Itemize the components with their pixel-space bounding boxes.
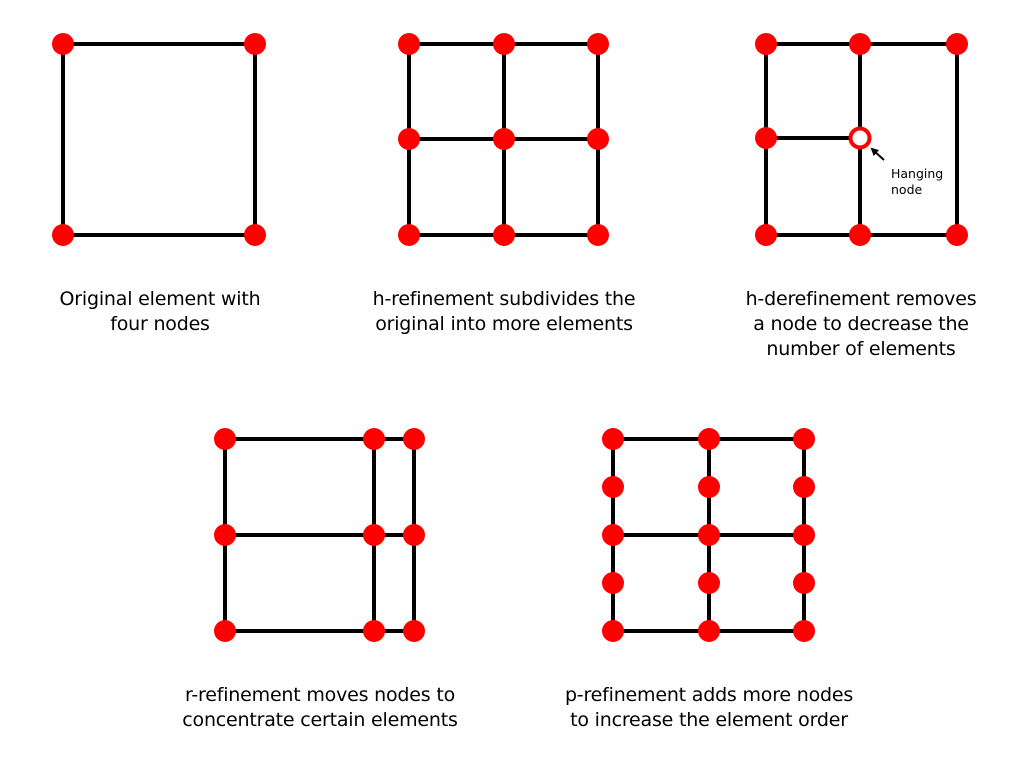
node (602, 572, 624, 594)
node (363, 428, 385, 450)
node (849, 33, 871, 55)
node (602, 476, 624, 498)
node (493, 224, 515, 246)
mesh-nodes (52, 33, 266, 246)
caption-h-derefinement: h-derefinement removes a node to decreas… (745, 288, 977, 360)
node (849, 224, 871, 246)
node (363, 620, 385, 642)
node (244, 33, 266, 55)
hanging-node-label: Hanging node (891, 166, 944, 197)
caption-p-refinement: p-refinement adds more nodes to increase… (564, 684, 854, 731)
node (214, 524, 236, 546)
mesh-nodes (602, 428, 815, 642)
node (493, 33, 515, 55)
node (244, 224, 266, 246)
node (755, 33, 777, 55)
hanging-node (848, 126, 872, 150)
node (403, 620, 425, 642)
caption-h-refinement: h-refinement subdivides the original int… (372, 288, 636, 335)
node (363, 524, 385, 546)
node (755, 224, 777, 246)
node (793, 524, 815, 546)
panel-h-refinement (398, 33, 609, 246)
node (698, 428, 720, 450)
hanging-node-arrow (870, 147, 885, 161)
node (946, 33, 968, 55)
node (493, 128, 515, 150)
mesh-nodes (755, 33, 968, 246)
node (214, 428, 236, 450)
node (793, 428, 815, 450)
node (602, 524, 624, 546)
node (587, 33, 609, 55)
node (793, 620, 815, 642)
node (602, 428, 624, 450)
node (398, 33, 420, 55)
node (698, 572, 720, 594)
node (698, 524, 720, 546)
node (214, 620, 236, 642)
node (793, 476, 815, 498)
panel-p-refinement (602, 428, 815, 642)
node (398, 128, 420, 150)
node (52, 33, 74, 55)
caption-r-refinement: r-refinement moves nodes to concentrate … (182, 684, 458, 731)
mesh-edges (223, 437, 416, 633)
node (403, 428, 425, 450)
node (587, 128, 609, 150)
node (602, 620, 624, 642)
panel-h-derefinement (755, 33, 968, 246)
node (946, 224, 968, 246)
node (403, 524, 425, 546)
node (755, 127, 777, 149)
node (698, 476, 720, 498)
mesh-nodes (214, 428, 425, 642)
mesh-edges (61, 42, 257, 237)
node (398, 224, 420, 246)
node (52, 224, 74, 246)
node (587, 224, 609, 246)
panel-r-refinement (214, 428, 425, 642)
mesh-nodes (398, 33, 609, 246)
node (698, 620, 720, 642)
node (793, 572, 815, 594)
panel-original (52, 33, 266, 246)
caption-original: Original element with four nodes (59, 288, 261, 335)
